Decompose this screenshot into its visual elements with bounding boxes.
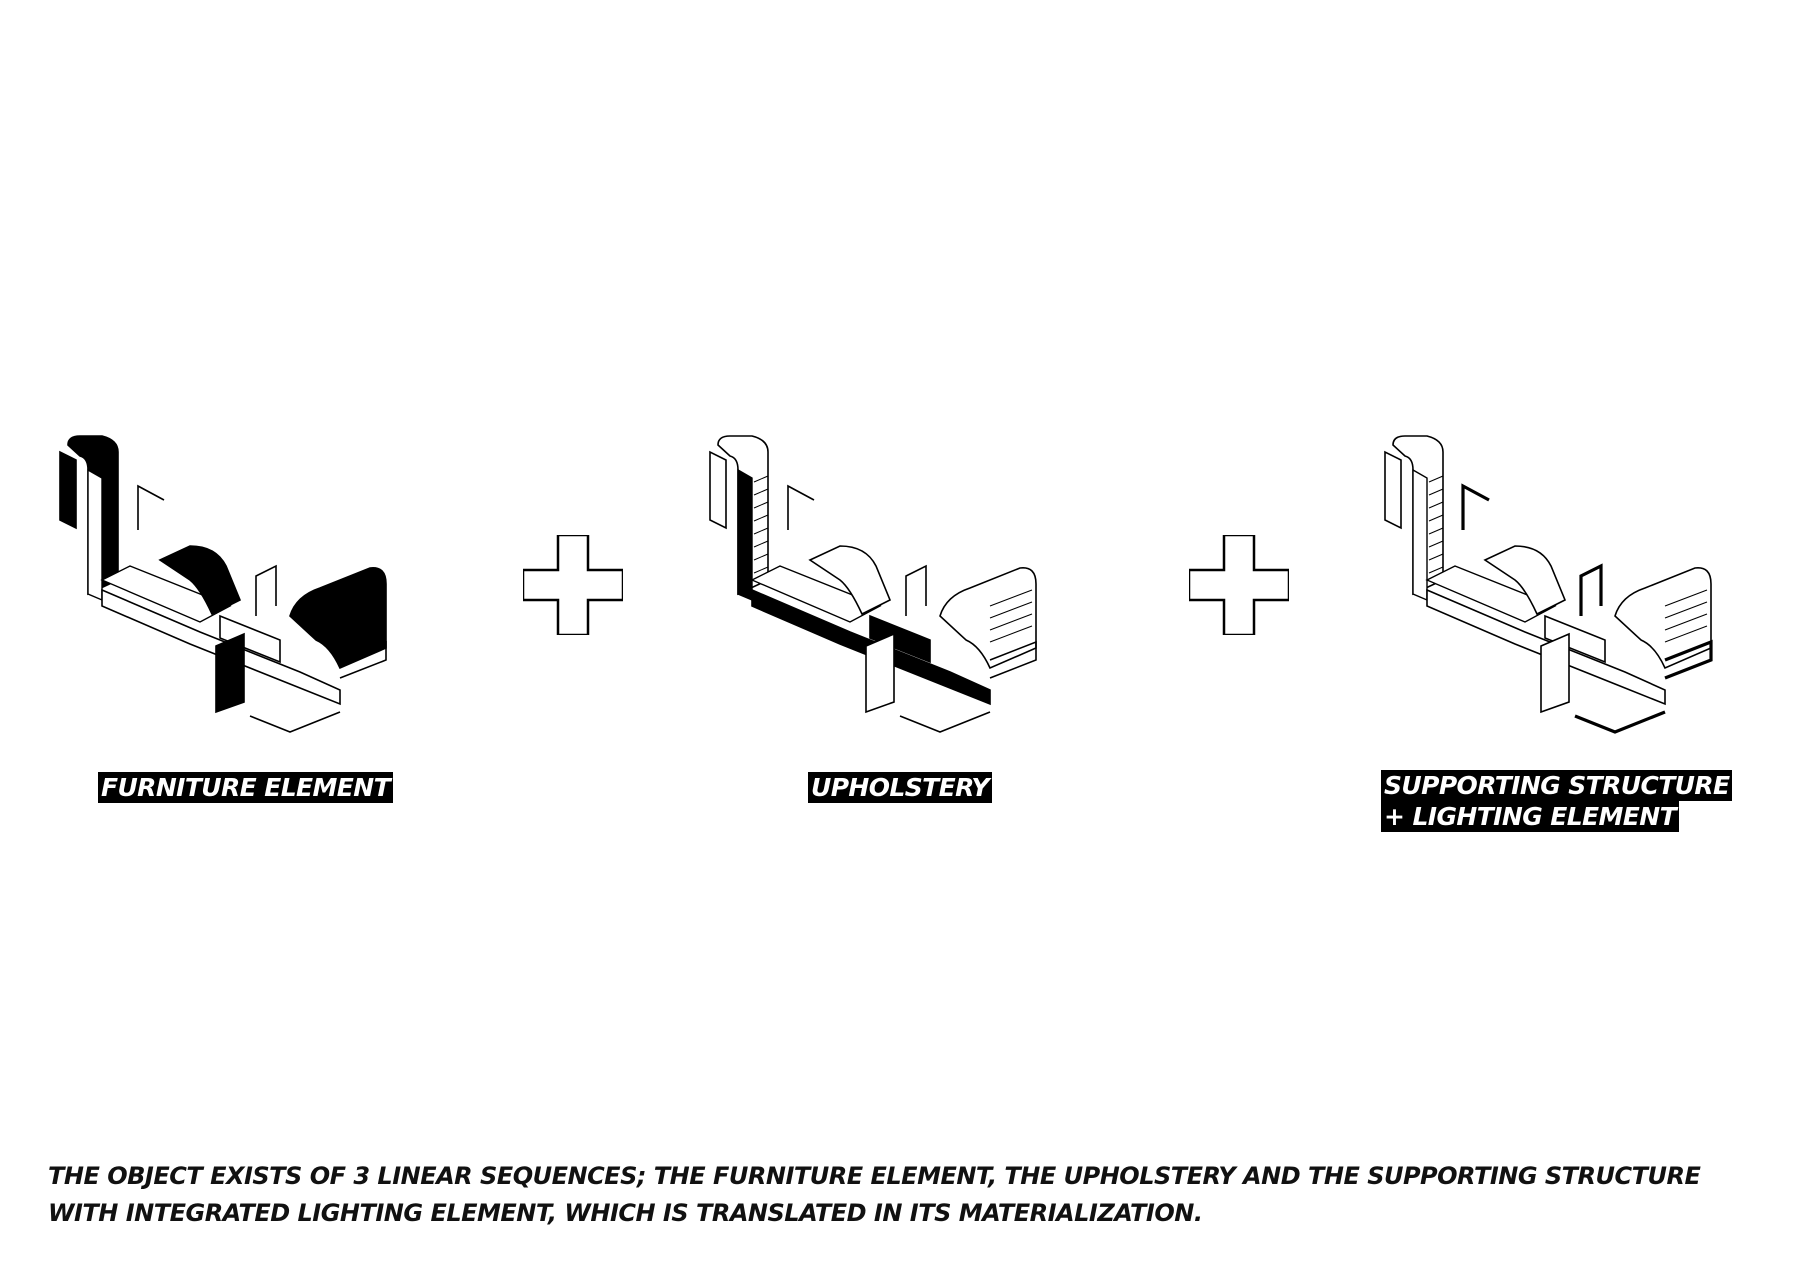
- label-line: FURNITURE ELEMENT: [98, 772, 394, 803]
- base-rail: [249, 711, 341, 733]
- lounge-slat: [989, 625, 1033, 643]
- tower-slat: [103, 566, 119, 574]
- tower-slat: [753, 566, 769, 574]
- backrest-rod: [1579, 563, 1603, 616]
- tower-slat: [1428, 514, 1444, 522]
- lighting-strip: [1664, 639, 1713, 680]
- tower-slat: [1428, 475, 1444, 483]
- tower-slat: [753, 488, 769, 496]
- front-arm: [1540, 632, 1570, 714]
- side-box: [59, 450, 77, 530]
- tower-slat: [753, 501, 769, 509]
- lounge-slat: [1664, 589, 1708, 607]
- tower-slat: [1428, 553, 1444, 561]
- lounge-slat: [339, 589, 383, 607]
- base-rail: [1574, 710, 1666, 734]
- seat-top: [1425, 565, 1557, 623]
- label-supporting-structure: SUPPORTING STRUCTURE + LIGHTING ELEMENT: [1381, 770, 1733, 832]
- base-rail: [899, 711, 991, 733]
- upholstery-axonometric-drawing: [709, 435, 1037, 733]
- tower-slat: [1428, 540, 1444, 548]
- label-line: + LIGHTING ELEMENT: [1381, 801, 1680, 832]
- tower-slat: [103, 488, 119, 496]
- label-line: UPHOLSTERY: [808, 772, 992, 803]
- middle-bench: [219, 614, 281, 664]
- structure-axonometric-drawing: [1384, 435, 1713, 734]
- diagram-upholstery: [690, 0, 1110, 1273]
- back-tower-cushion: [87, 468, 103, 602]
- tower-slat: [1428, 488, 1444, 496]
- lounge-slat: [1664, 625, 1708, 643]
- diagram-supporting-structure: [1365, 0, 1785, 1273]
- lounge-back: [1614, 567, 1712, 670]
- diagram-caption: THE OBJECT EXISTS OF 3 LINEAR SEQUENCES;…: [48, 1158, 1768, 1232]
- ramp-block: [158, 545, 242, 616]
- middle-bench: [1544, 614, 1606, 664]
- seat-top: [100, 565, 232, 623]
- side-box: [1384, 450, 1402, 530]
- tower-slat: [753, 514, 769, 522]
- tower-slat: [1428, 527, 1444, 535]
- backrest-rod: [1461, 483, 1490, 530]
- tower-slat: [753, 475, 769, 483]
- ramp-block: [808, 545, 892, 616]
- lounge-back: [939, 567, 1037, 670]
- tower-slat: [103, 501, 119, 509]
- lighting-strip: [339, 640, 387, 679]
- tower-slat: [1428, 566, 1444, 574]
- lounge-slat: [1664, 601, 1708, 619]
- tower-slat: [103, 475, 119, 483]
- tower-slat: [1428, 501, 1444, 509]
- lighting-strip: [989, 640, 1037, 679]
- lounge-slat: [989, 613, 1033, 631]
- label-furniture-element: FURNITURE ELEMENT: [98, 772, 394, 803]
- tower-slat: [103, 553, 119, 561]
- tower-slat: [753, 527, 769, 535]
- backrest-rod: [905, 564, 927, 616]
- seat-top: [750, 565, 882, 623]
- tower-slat: [103, 514, 119, 522]
- caption-line: THE OBJECT EXISTS OF 3 LINEAR SEQUENCES;…: [48, 1162, 1701, 1190]
- front-arm: [865, 632, 895, 714]
- lounge-slat: [339, 613, 383, 631]
- label-upholstery: UPHOLSTERY: [808, 772, 992, 803]
- ramp-block: [1483, 545, 1567, 616]
- lounge-slat: [989, 601, 1033, 619]
- lounge-back: [289, 567, 387, 670]
- backrest-rod: [255, 564, 277, 616]
- plus-icon: [523, 535, 623, 635]
- backrest-rod: [137, 484, 165, 530]
- lounge-slat: [989, 589, 1033, 607]
- tower-slat: [753, 540, 769, 548]
- backrest-rod: [787, 484, 815, 530]
- middle-bench: [869, 614, 931, 664]
- tower-slat: [103, 540, 119, 548]
- plus-icon: [1189, 535, 1289, 635]
- back-tower-cushion: [737, 468, 753, 602]
- side-box: [709, 450, 727, 530]
- furniture-axonometric-drawing: [59, 435, 387, 733]
- front-arm: [215, 632, 245, 714]
- diagram-furniture-element: [40, 0, 460, 1273]
- lounge-slat: [1664, 613, 1708, 631]
- lounge-slat: [339, 601, 383, 619]
- caption-line: WITH INTEGRATED LIGHTING ELEMENT, WHICH …: [48, 1199, 1203, 1227]
- label-line: SUPPORTING STRUCTURE: [1381, 770, 1733, 801]
- tower-slat: [753, 553, 769, 561]
- tower-slat: [103, 527, 119, 535]
- back-tower-cushion: [1412, 468, 1428, 602]
- lounge-slat: [339, 625, 383, 643]
